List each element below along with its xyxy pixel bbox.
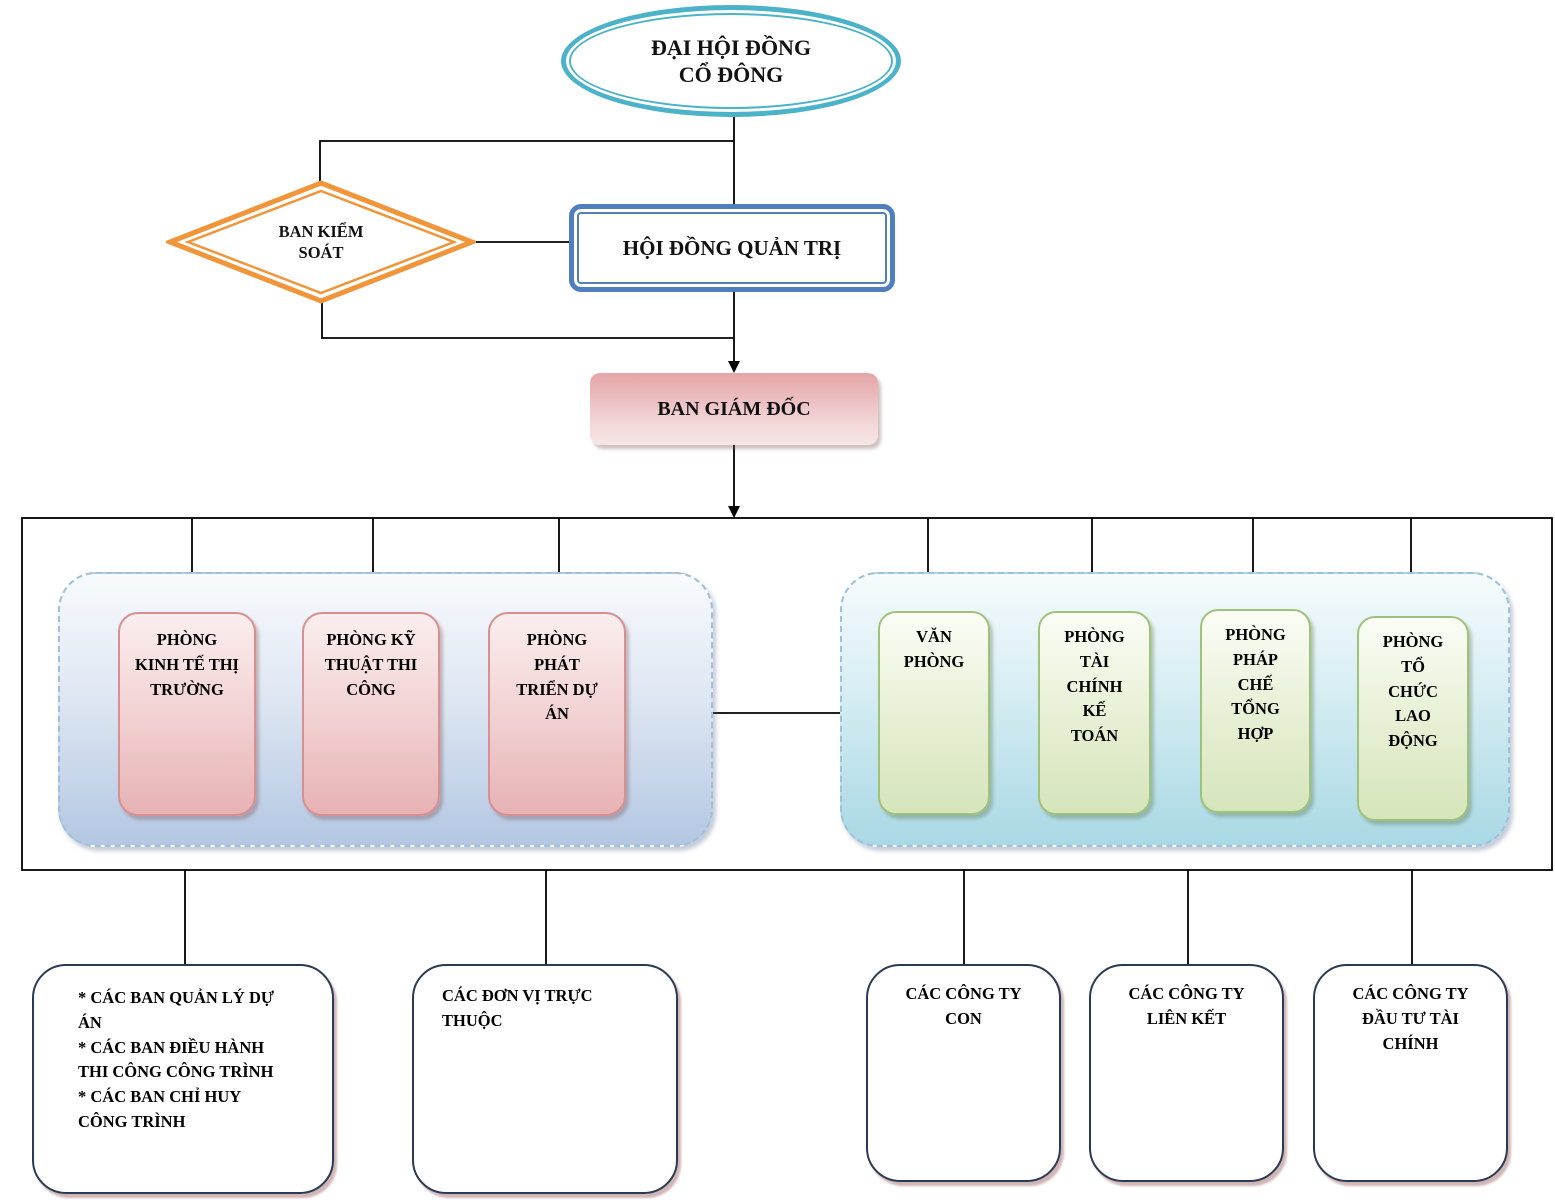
supervisory-label: BAN KIỂM SOÁT <box>278 222 364 262</box>
dept-labor-organization: PHÒNG TỔ CHỨC LAO ĐỘNG <box>1357 616 1469 821</box>
departments-frame <box>21 517 1553 871</box>
unit-associates: CÁC CÔNG TY LIÊN KẾT <box>1089 964 1284 1182</box>
dept-label: PHÒNG KỸ THUẬT THI CÔNG <box>324 630 418 699</box>
unit-label: CÁC ĐƠN VỊ TRỰC THUỘC <box>442 986 593 1030</box>
unit-label: CÁC CÔNG TY CON <box>905 984 1022 1028</box>
board-of-directors-node: HỘI ĐỒNG QUẢN TRỊ <box>569 204 895 292</box>
dept-label: PHÒNG TÀI CHÍNH KẾ TOÁN <box>1064 627 1125 745</box>
line-supervisory-top <box>319 140 734 185</box>
dept-finance-accounting: PHÒNG TÀI CHÍNH KẾ TOÁN <box>1038 611 1151 815</box>
unit-label: * CÁC BAN QUẢN LÝ DỰ ÁN * CÁC BAN ĐIỀU H… <box>78 988 275 1131</box>
board-label: HỘI ĐỒNG QUẢN TRỊ <box>622 235 842 260</box>
dept-office: VĂN PHÒNG <box>878 611 990 815</box>
management-board-node: BAN GIÁM ĐỐC <box>590 373 878 445</box>
dept-legal-general: PHÒNG PHÁP CHẾ TỔNG HỢP <box>1200 609 1311 813</box>
unit-label: CÁC CÔNG TY LIÊN KẾT <box>1128 984 1245 1028</box>
supervisory-board-node: BAN KIỂM SOÁT <box>236 214 406 272</box>
dept-label: PHÒNG PHÁP CHẾ TỔNG HỢP <box>1225 625 1286 743</box>
supervisory-board-diamond <box>166 180 476 304</box>
dept-label: PHÒNG PHÁT TRIỂN DỰ ÁN <box>516 630 598 724</box>
dept-project-development: PHÒNG PHÁT TRIỂN DỰ ÁN <box>488 612 626 816</box>
shareholders-label: ĐẠI HỘI ĐỒNG CỔ ĐÔNG <box>650 34 812 88</box>
unit-affiliated-units: CÁC ĐƠN VỊ TRỰC THUỘC <box>412 964 678 1194</box>
unit-financial-investments: CÁC CÔNG TY ĐẦU TƯ TÀI CHÍNH <box>1313 964 1508 1182</box>
directors-label: BAN GIÁM ĐỐC <box>657 397 811 420</box>
unit-subsidiaries: CÁC CÔNG TY CON <box>866 964 1061 1182</box>
dept-label: VĂN PHÒNG <box>903 627 965 671</box>
dept-construction-technical: PHÒNG KỸ THUẬT THI CÔNG <box>302 612 440 816</box>
dept-label: PHÒNG TỔ CHỨC LAO ĐỘNG <box>1382 632 1444 750</box>
dept-label: PHÒNG KINH TẾ THỊ TRƯỜNG <box>135 630 239 699</box>
shareholders-meeting-node: ĐẠI HỘI ĐỒNG CỔ ĐÔNG <box>561 5 901 117</box>
unit-project-boards: * CÁC BAN QUẢN LÝ DỰ ÁN * CÁC BAN ĐIỀU H… <box>32 964 334 1194</box>
unit-label: CÁC CÔNG TY ĐẦU TƯ TÀI CHÍNH <box>1352 984 1469 1053</box>
line-supervisory-bottom <box>321 299 734 339</box>
dept-market-economics: PHÒNG KINH TẾ THỊ TRƯỜNG <box>118 612 256 816</box>
